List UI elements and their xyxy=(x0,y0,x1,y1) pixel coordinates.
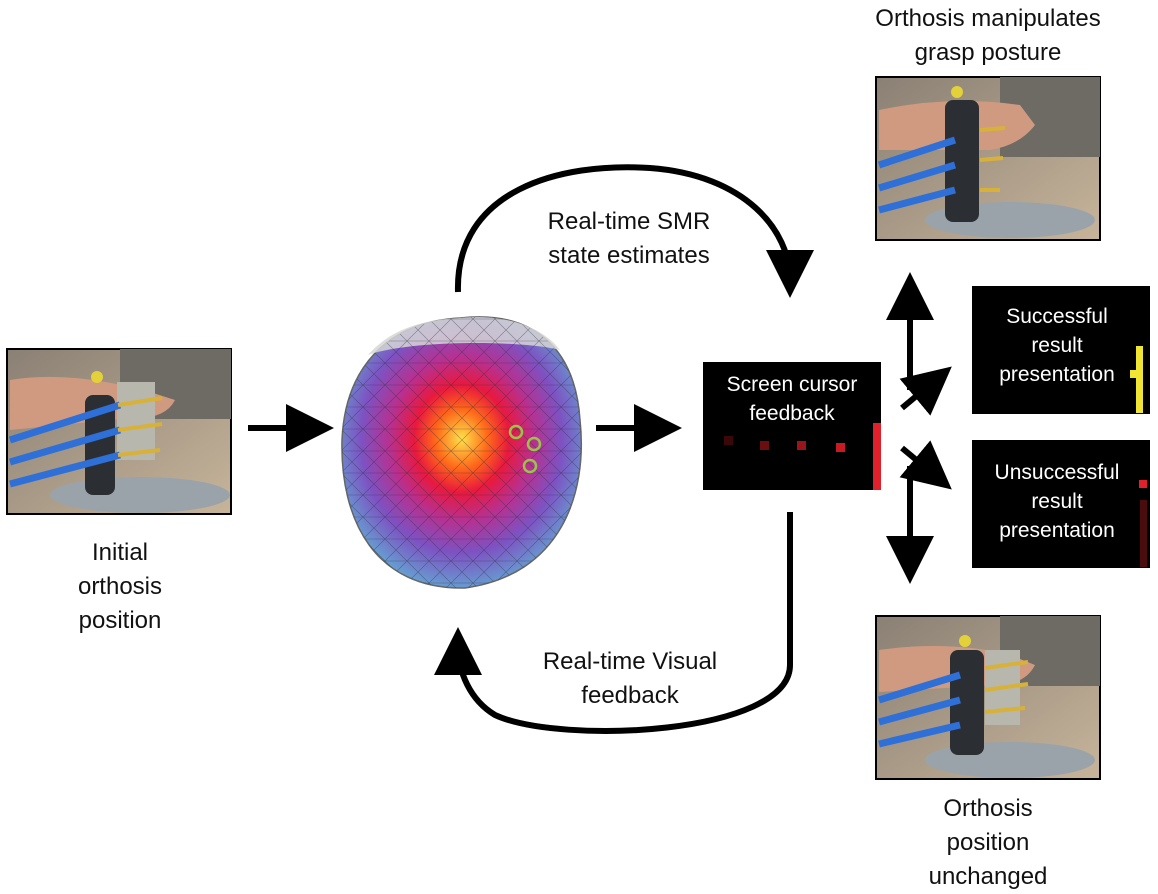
grasp-posture-label: Orthosis manipulates grasp posture xyxy=(875,5,1101,66)
smr-label: Real-time SMR state estimates xyxy=(547,208,711,269)
initial-position-label: Initial orthosis position xyxy=(77,539,163,634)
eeg-head-topography xyxy=(341,316,583,589)
initial-orthosis-photo xyxy=(6,348,232,515)
visual-feedback-label: Real-time Visual feedback xyxy=(542,648,718,709)
arrow-to-fail-panel xyxy=(899,440,952,490)
screen-cursor-panel xyxy=(703,362,881,490)
fail-text: Unsuccessful result presentation xyxy=(994,461,1120,542)
arrow-smr-curve xyxy=(454,164,814,298)
success-panel xyxy=(972,286,1150,414)
fail-panel xyxy=(972,440,1150,568)
unchanged-photo xyxy=(875,615,1101,780)
grasp-photo xyxy=(875,76,1101,241)
unchanged-label: Orthosis position unchanged xyxy=(928,795,1048,890)
cursor-feedback-text: Screen cursor feedback xyxy=(726,373,858,425)
arrow-to-success-panel xyxy=(899,366,952,416)
success-text: Successful result presentation xyxy=(999,305,1115,386)
arrow-visual-curve xyxy=(434,512,793,734)
